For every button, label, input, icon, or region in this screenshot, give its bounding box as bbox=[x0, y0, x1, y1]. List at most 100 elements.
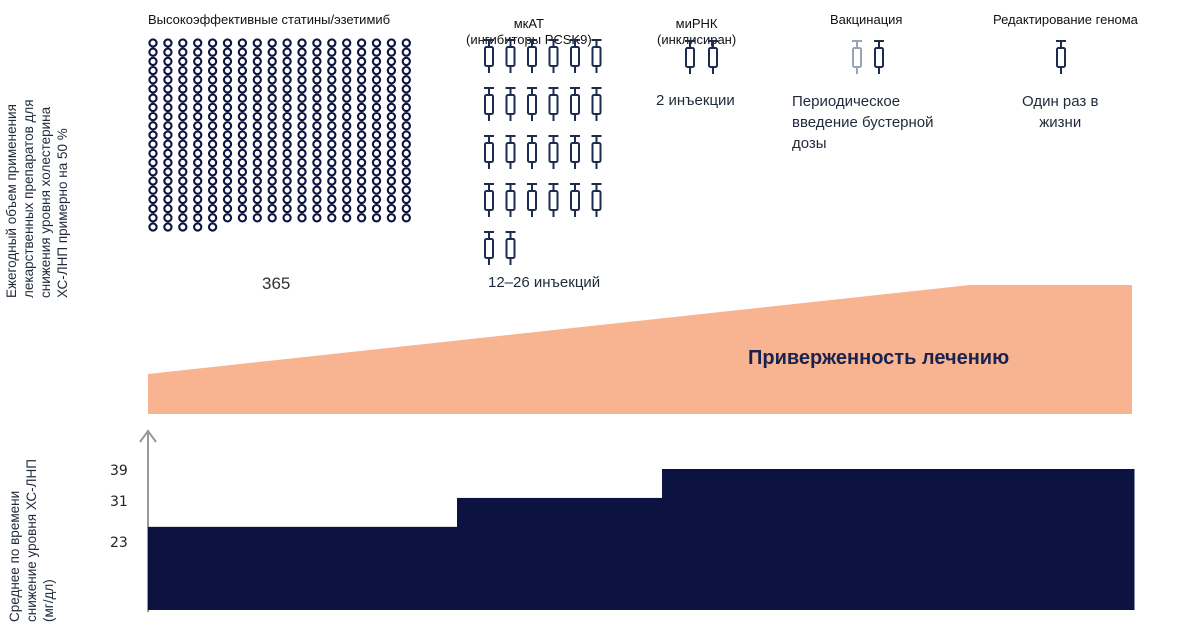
pill-icon bbox=[193, 65, 203, 76]
pill-icon bbox=[148, 75, 158, 85]
bar-step bbox=[1030, 469, 1135, 610]
pill-icon bbox=[312, 47, 322, 57]
pill-icon bbox=[386, 185, 397, 195]
pill-icon bbox=[207, 203, 218, 214]
pill-icon bbox=[371, 176, 382, 186]
pill-icon bbox=[148, 111, 158, 122]
pill-icon bbox=[386, 194, 397, 205]
pill-icon bbox=[178, 84, 188, 94]
pill-icon bbox=[371, 47, 382, 57]
pill-icon bbox=[327, 185, 337, 195]
pill-icon bbox=[297, 93, 307, 103]
pill-icon bbox=[401, 121, 411, 131]
pill-icon bbox=[222, 213, 233, 223]
pill-icon bbox=[252, 111, 262, 122]
pill-icon bbox=[163, 167, 173, 177]
pill-icon bbox=[237, 176, 248, 186]
pill-icon bbox=[371, 56, 382, 67]
syringe-icon bbox=[527, 135, 537, 169]
pill-icon bbox=[148, 93, 158, 103]
pill-icon bbox=[342, 93, 352, 103]
column-title-line: Вакцинация bbox=[830, 12, 903, 27]
pill-icon bbox=[312, 111, 322, 122]
gene-editing-note-line: жизни bbox=[1039, 114, 1082, 131]
pill-icon bbox=[163, 222, 173, 232]
syringe-icon bbox=[527, 183, 537, 217]
pill-icon bbox=[342, 157, 352, 168]
pill-icon bbox=[327, 102, 337, 113]
pill-icon bbox=[297, 167, 307, 177]
pill-icon bbox=[267, 93, 277, 103]
syringe-icon bbox=[708, 40, 718, 74]
pill-icon bbox=[282, 130, 292, 140]
pill-icon bbox=[193, 176, 203, 186]
pill-icon bbox=[222, 93, 233, 103]
pill-icon bbox=[148, 121, 158, 131]
syringe-icon bbox=[591, 87, 602, 121]
pill-icon bbox=[163, 84, 173, 94]
pill-icon bbox=[148, 194, 158, 205]
pill-icon bbox=[342, 38, 352, 48]
pill-icon bbox=[282, 56, 292, 67]
pill-icon bbox=[178, 176, 188, 186]
pill-icon bbox=[267, 176, 277, 186]
pill-icon bbox=[356, 75, 367, 85]
pill-icon bbox=[312, 213, 322, 223]
pill-icon bbox=[163, 157, 173, 168]
pill-icon bbox=[282, 157, 292, 168]
pill-icon bbox=[342, 148, 352, 159]
pill-icon bbox=[237, 139, 248, 149]
pill-icon bbox=[222, 102, 233, 113]
pill-icon bbox=[252, 139, 262, 149]
pill-icon bbox=[342, 213, 352, 223]
pill-icon bbox=[342, 84, 352, 94]
pill-icon bbox=[237, 38, 248, 48]
column-title-line: миРНК bbox=[675, 16, 718, 31]
pill-icon bbox=[282, 148, 292, 159]
pill-icon bbox=[342, 121, 352, 131]
pill-icon bbox=[237, 84, 248, 94]
pill-icon bbox=[237, 121, 248, 131]
syringe-icon bbox=[505, 39, 516, 73]
pill-icon bbox=[163, 148, 173, 159]
pill-icon bbox=[312, 38, 322, 48]
pill-icon bbox=[178, 194, 188, 205]
syringe-icon bbox=[548, 183, 559, 217]
pill-icon bbox=[327, 213, 337, 223]
pill-icon bbox=[401, 102, 411, 113]
vaccination-note-line: Периодическое bbox=[792, 93, 901, 110]
pill-icon bbox=[163, 194, 173, 205]
y-tick-label: 31 bbox=[110, 494, 128, 510]
pill-icon bbox=[282, 84, 292, 94]
pill-icon bbox=[163, 213, 173, 223]
pill-icon bbox=[356, 56, 367, 67]
pill-icon bbox=[222, 111, 233, 122]
pill-icon bbox=[237, 111, 248, 122]
pill-icon bbox=[163, 111, 173, 122]
pill-icon bbox=[401, 130, 411, 140]
column-title-vaccination: Вакцинация bbox=[830, 12, 902, 28]
pill-icon bbox=[356, 47, 367, 57]
y-axis-arrow bbox=[139, 429, 157, 443]
pill-icon bbox=[222, 75, 233, 85]
pill-icon bbox=[222, 65, 233, 76]
pill-icon bbox=[356, 65, 367, 76]
pill-icon bbox=[371, 194, 382, 205]
pill-icon bbox=[327, 56, 337, 67]
pill-icon bbox=[222, 157, 233, 168]
pill-icon bbox=[148, 167, 158, 177]
pill-icon bbox=[222, 185, 233, 195]
pill-icon bbox=[312, 194, 322, 205]
pill-icon bbox=[386, 121, 397, 131]
pill-icon bbox=[386, 130, 397, 140]
pill-icon bbox=[327, 157, 337, 168]
pill-icon bbox=[342, 75, 352, 85]
pill-icon bbox=[282, 213, 292, 223]
pill-icon bbox=[237, 203, 248, 214]
pill-icon bbox=[148, 65, 158, 76]
pill-icon bbox=[371, 167, 382, 177]
pill-icon bbox=[327, 167, 337, 177]
pill-icon bbox=[163, 75, 173, 85]
pill-icon bbox=[386, 139, 397, 149]
